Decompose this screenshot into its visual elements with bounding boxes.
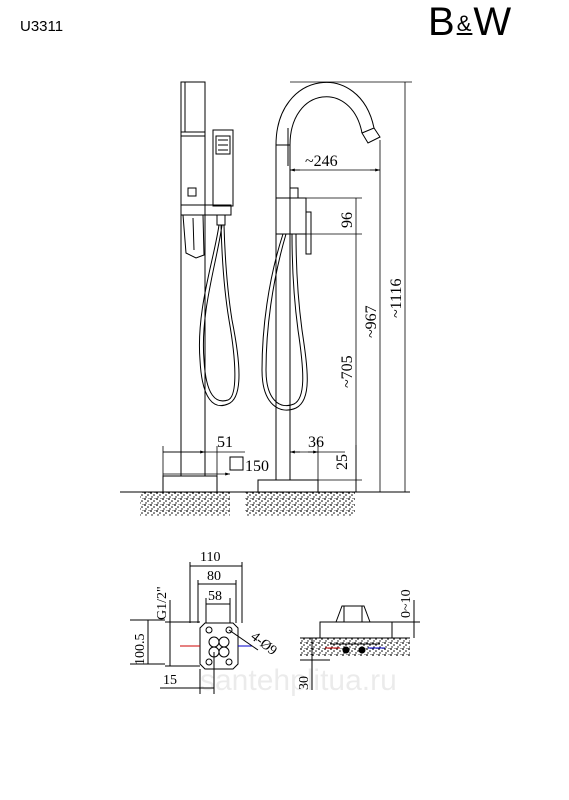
dim-96: 96 (339, 212, 356, 228)
dim-thread: G1/2" (155, 586, 170, 620)
lever-side (305, 211, 312, 255)
square-symbol (229, 456, 244, 471)
dim-246: ~246 (305, 153, 338, 170)
hand-shower-front (212, 129, 234, 207)
logo-ampersand: & (456, 11, 473, 36)
dim-holes: 4-Ø9 (248, 629, 280, 659)
dim-110: 110 (200, 550, 220, 565)
watermark: santehplitua.ru (200, 664, 397, 697)
mixer-body-side (275, 197, 307, 235)
dim-150: 150 (245, 458, 269, 475)
front-dimensions (162, 446, 245, 476)
dim-1116: ~1116 (388, 279, 405, 318)
section-view (300, 600, 420, 690)
side-view (238, 81, 410, 516)
base-plate-side (257, 479, 319, 493)
dim-58: 58 (208, 589, 222, 604)
logo-letter-w: W (473, 0, 513, 44)
dim-36: 36 (308, 434, 324, 451)
mixer-body-front (180, 204, 232, 216)
section-cap (335, 605, 371, 623)
dim-15: 15 (163, 673, 177, 688)
dim-30: 30 (297, 676, 312, 690)
floor-gravel-left (140, 492, 230, 516)
base-plate-front (162, 475, 218, 493)
dim-967: ~967 (363, 305, 380, 338)
front-view (120, 81, 240, 516)
side-dimensions (290, 81, 412, 493)
standpipe-front (180, 81, 206, 477)
dim-80: 80 (207, 569, 221, 584)
shower-hose-side (261, 233, 308, 411)
standpipe-side (275, 144, 291, 481)
dim-100-5: 100.5 (133, 634, 148, 666)
mounting-plate (199, 622, 239, 670)
model-number: U3311 (20, 18, 64, 35)
section-cover (319, 621, 393, 639)
spout-outer (275, 81, 375, 146)
dim-51: 51 (217, 434, 233, 451)
lever-handle (182, 214, 205, 259)
dim-705: ~705 (339, 355, 356, 388)
logo-letter-b: B (428, 0, 456, 44)
dim-0-10: 0~10 (399, 589, 414, 618)
plan-view (130, 562, 259, 694)
section-gravel (300, 638, 410, 656)
shower-hose-front (198, 224, 240, 406)
dim-25: 25 (334, 454, 351, 470)
floor-gravel-right (245, 492, 355, 516)
brand-logo: B&W (428, 0, 512, 45)
